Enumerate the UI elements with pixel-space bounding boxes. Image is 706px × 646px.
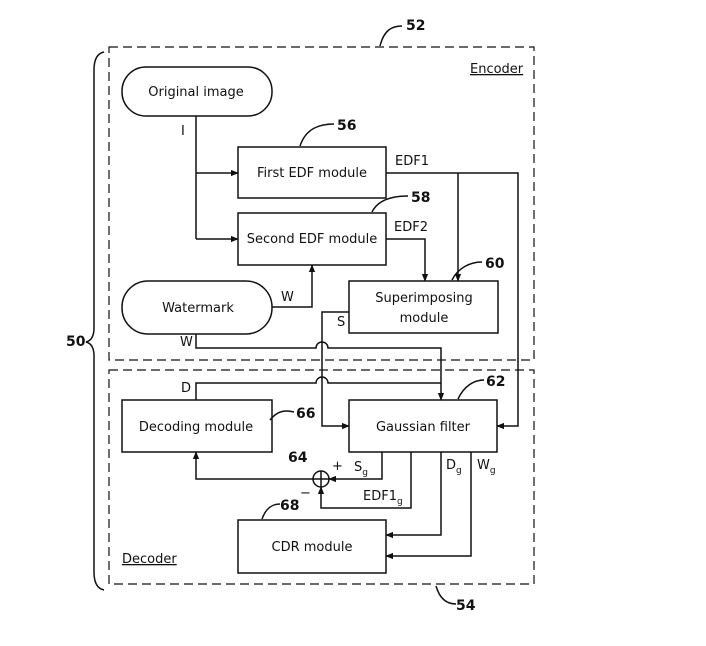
signal-Dg-line bbox=[385, 452, 442, 539]
first-edf-ref-number: 56 bbox=[337, 118, 356, 134]
signal-S-line bbox=[321, 311, 350, 430]
signal-D-line bbox=[195, 376, 441, 400]
original-image-label: Original image bbox=[148, 85, 244, 100]
signal-EDF1-line bbox=[386, 172, 519, 430]
first-edf-ref-leader bbox=[299, 123, 335, 147]
cdr-ref-leader bbox=[261, 503, 281, 520]
first-edf-block bbox=[237, 146, 387, 199]
encoder-ref-number: 52 bbox=[406, 18, 425, 34]
decoding-label: Decoding module bbox=[139, 420, 253, 435]
watermark-label: Watermark bbox=[162, 301, 234, 316]
gaussian-ref-leader bbox=[457, 379, 485, 400]
second-edf-ref-leader bbox=[371, 195, 409, 213]
encoder-label: Encoder bbox=[470, 62, 524, 77]
decoder-ref-leader bbox=[435, 585, 457, 605]
decoding-ref-number: 66 bbox=[296, 406, 315, 422]
decoder-label: Decoder bbox=[122, 552, 177, 567]
signal-Wg-label: Wg bbox=[477, 458, 496, 476]
decoding-ref-leader bbox=[269, 410, 295, 421]
signal-S-label: S bbox=[337, 315, 345, 330]
signal-Sg-line bbox=[328, 452, 383, 483]
superimposing-ref-leader bbox=[451, 261, 483, 281]
signal-EDF1g-subscript: g bbox=[397, 497, 403, 507]
signal-W-label-bottom: W bbox=[180, 335, 193, 350]
encoder-ref-leader bbox=[379, 25, 403, 47]
original-image-block bbox=[121, 66, 273, 117]
signal-W-label-top: W bbox=[281, 290, 294, 305]
superimposing-ref-number: 60 bbox=[485, 256, 505, 272]
superimposing-label-line1: Superimposing bbox=[375, 291, 472, 306]
signal-D-label: D bbox=[181, 381, 191, 396]
gaussian-label: Gaussian filter bbox=[376, 420, 471, 435]
cdr-ref-number: 68 bbox=[280, 498, 299, 514]
second-edf-ref-number: 58 bbox=[411, 190, 430, 206]
signal-Wg-line bbox=[385, 452, 472, 560]
superimposing-label-line2: module bbox=[400, 311, 449, 326]
signal-EDF2-line bbox=[386, 238, 429, 282]
gaussian-block bbox=[348, 399, 498, 453]
signal-Sg-label: Sg bbox=[354, 460, 368, 478]
second-edf-label: Second EDF module bbox=[247, 232, 378, 247]
signal-EDF1-label: EDF1 bbox=[395, 154, 429, 169]
signal-Dg-subscript: g bbox=[456, 466, 462, 476]
first-edf-label: First EDF module bbox=[257, 166, 367, 181]
system-ref-number: 50 bbox=[66, 334, 86, 350]
adder-plus-sign: + bbox=[332, 459, 343, 474]
signal-Wg-subscript: g bbox=[490, 466, 496, 476]
decoder-ref-number: 54 bbox=[456, 598, 476, 614]
adder-ref-number: 64 bbox=[288, 450, 308, 466]
signal-W-to-gaussian bbox=[195, 334, 445, 401]
signal-EDF1g-line bbox=[317, 452, 412, 509]
encoder-region bbox=[108, 46, 535, 361]
adder-minus-sign: − bbox=[300, 486, 311, 501]
signal-Dg-label: Dg bbox=[446, 458, 462, 476]
gaussian-ref-number: 62 bbox=[486, 374, 505, 390]
cdr-block bbox=[237, 519, 387, 574]
signal-EDF2-label: EDF2 bbox=[394, 220, 428, 235]
cdr-label: CDR module bbox=[272, 540, 353, 555]
signal-I-label: I bbox=[181, 124, 185, 139]
signal-Sg-subscript: g bbox=[362, 468, 368, 478]
signal-W-to-second-edf bbox=[272, 264, 316, 308]
signal-EDF1g-label: EDF1g bbox=[363, 489, 403, 507]
system-brace bbox=[85, 51, 105, 591]
adder-to-decoding-line bbox=[192, 451, 313, 480]
